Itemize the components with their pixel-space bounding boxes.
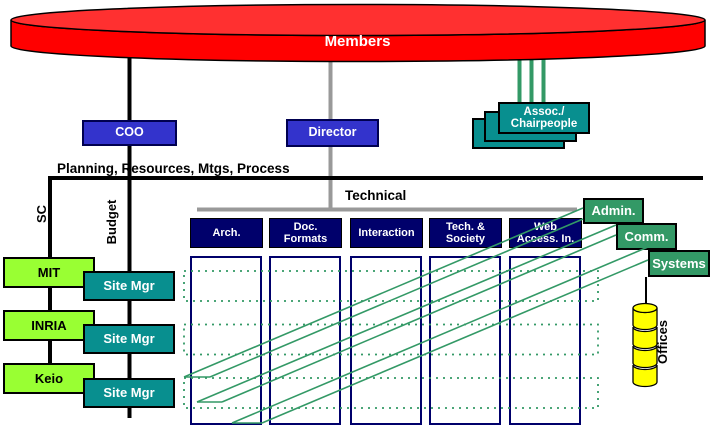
host-box-mit: MIT	[3, 257, 95, 288]
offices-cylinder-segment-2	[632, 326, 658, 350]
domain-column-web-access	[509, 256, 581, 425]
domain-label-line1: Arch.	[212, 227, 241, 239]
host-label: INRIA	[31, 317, 67, 333]
site-mgr-label: Site Mgr	[103, 278, 155, 294]
service-box-comm: Comm.	[616, 223, 677, 250]
service-box-admin: Admin.	[583, 198, 644, 224]
domain-box-arch: Arch.	[190, 218, 263, 248]
domain-box-interaction: Interaction	[350, 218, 423, 248]
assoc-box-front: Assoc./ Chairpeople	[498, 102, 590, 134]
host-label: Keio	[34, 370, 64, 386]
domain-label-line1: Web	[533, 221, 558, 233]
site-mgr-label: Site Mgr	[103, 385, 155, 401]
site-mgr-box-3: Site Mgr	[83, 378, 175, 408]
domain-label-line2: Formats	[283, 233, 328, 245]
service-label: Admin.	[591, 203, 636, 219]
offices-label: Offices	[655, 319, 670, 365]
service-label: Comm.	[624, 228, 669, 244]
offices-cylinder-top	[632, 302, 658, 314]
service-label: Systems	[652, 255, 706, 271]
domain-label-line1: Interaction	[358, 227, 415, 239]
host-box-keio: Keio	[3, 363, 95, 394]
domain-box-doc-formats: Doc. Formats	[269, 218, 342, 248]
site-mgr-box-1: Site Mgr	[83, 271, 175, 301]
director-label: Director	[308, 125, 357, 140]
site-mgr-box-2: Site Mgr	[83, 324, 175, 354]
domain-column-doc-formats	[269, 256, 341, 425]
budget-label: Budget	[104, 199, 119, 245]
domain-box-web-access: Web Access. In.	[509, 218, 582, 248]
assoc-label-line2: Chairpeople	[510, 118, 578, 130]
offices-cylinder	[632, 302, 658, 388]
domain-label-line1: Tech. &	[446, 221, 485, 233]
domain-label-line2: Access. In.	[516, 233, 575, 245]
offices-cylinder-segment-4	[632, 364, 658, 388]
assoc-label-line1: Assoc./	[523, 105, 565, 118]
offices-cylinder-segment-3	[632, 345, 658, 369]
members-label: Members	[324, 33, 391, 50]
site-mgr-label: Site Mgr	[103, 331, 155, 347]
domain-label-line2: Society	[445, 233, 486, 245]
domain-column-arch	[190, 256, 262, 425]
domain-column-interaction	[350, 256, 422, 425]
domain-column-tech-society	[429, 256, 501, 425]
sc-label: SC	[34, 204, 49, 224]
coo-label: COO	[115, 125, 144, 140]
director-box: Director	[286, 119, 379, 147]
domain-box-tech-society: Tech. & Society	[429, 218, 502, 248]
domain-label-line1: Doc.	[293, 221, 318, 233]
planning-label: Planning, Resources, Mtgs, Process	[57, 161, 290, 176]
host-label: MIT	[37, 264, 61, 280]
members-disk-top	[10, 3, 706, 37]
service-box-systems: Systems	[648, 250, 710, 277]
host-box-inria: INRIA	[3, 310, 95, 341]
coo-box: COO	[82, 120, 177, 146]
technical-label: Technical	[345, 188, 407, 203]
